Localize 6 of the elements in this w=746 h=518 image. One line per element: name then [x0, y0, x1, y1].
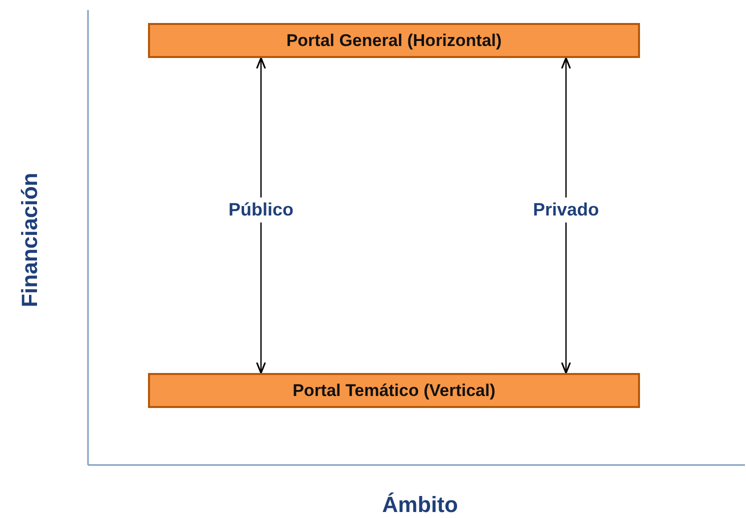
axis-label: Financiación: [17, 172, 43, 308]
double-arrow: [561, 57, 571, 374]
portal-box: Portal General (Horizontal): [148, 23, 640, 58]
axis-label: Ámbito: [382, 492, 458, 518]
portal-box: Portal Temático (Vertical): [148, 373, 640, 408]
double-arrow: [256, 57, 266, 374]
